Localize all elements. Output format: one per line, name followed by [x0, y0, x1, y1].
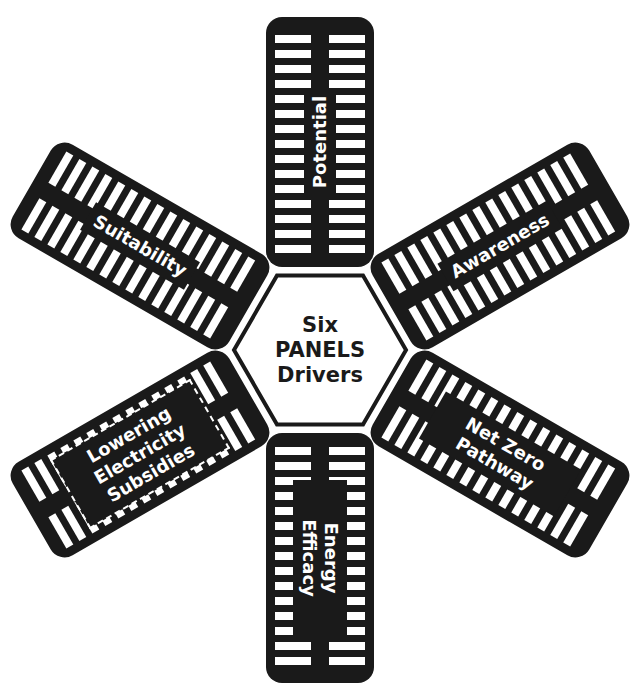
- solar-panel-box: Potential: [266, 17, 374, 267]
- panel-cell: [275, 50, 311, 58]
- center-title: Six PANELS Drivers: [270, 313, 370, 388]
- panel-label: Potential: [304, 88, 336, 196]
- panel-label: Net Zero Pathway: [419, 392, 581, 517]
- panel-cell: [230, 408, 255, 443]
- panel-cell: [203, 362, 228, 397]
- panel-label: Awareness: [437, 201, 562, 292]
- panel-cell: [230, 257, 255, 292]
- center-hexagon: Six PANELS Drivers: [220, 250, 420, 450]
- hexagon-border: [234, 276, 406, 425]
- panel-cell: [275, 245, 311, 253]
- panel-cell: [275, 230, 311, 238]
- solar-panel-box: Energy Efficacy: [266, 433, 374, 683]
- panel-cell: [203, 303, 228, 338]
- panel-cell: [329, 230, 365, 238]
- panel-cell: [329, 80, 365, 88]
- panel-cell: [329, 200, 365, 208]
- panel-cell: [329, 447, 365, 455]
- panel-cell: [329, 642, 365, 650]
- panel-cell: [329, 65, 365, 73]
- panel-cell: [275, 657, 311, 665]
- panel-cell: [590, 200, 615, 235]
- panel-cell: [275, 447, 311, 455]
- panel-cell: [329, 215, 365, 223]
- solar-panel-box: Net Zero Pathway: [365, 345, 635, 564]
- panel-cell: [329, 245, 365, 253]
- panel-cell: [563, 154, 588, 189]
- solar-panel-box: Lowering Electricity Subsidies: [5, 345, 276, 564]
- panel-cell: [329, 35, 365, 43]
- panel-cell: [275, 65, 311, 73]
- panel-cell: [563, 511, 588, 546]
- panel-cell: [275, 215, 311, 223]
- panel-cell: [275, 642, 311, 650]
- panel-cell: [590, 465, 615, 500]
- panel-cell: [329, 657, 365, 665]
- panel-cell: [275, 200, 311, 208]
- panel-label: Energy Efficacy: [293, 480, 347, 636]
- panel-label: Suitability: [80, 202, 200, 290]
- solar-panel-box: Suitability: [5, 137, 276, 356]
- solar-panel-box: Awareness: [365, 137, 635, 356]
- panel-cell: [329, 462, 365, 470]
- panel-cell: [275, 462, 311, 470]
- panel-cell: [329, 50, 365, 58]
- panel-label: Lowering Electricity Subsidies: [51, 380, 229, 528]
- panel-cell: [275, 35, 311, 43]
- panel-cell: [275, 80, 311, 88]
